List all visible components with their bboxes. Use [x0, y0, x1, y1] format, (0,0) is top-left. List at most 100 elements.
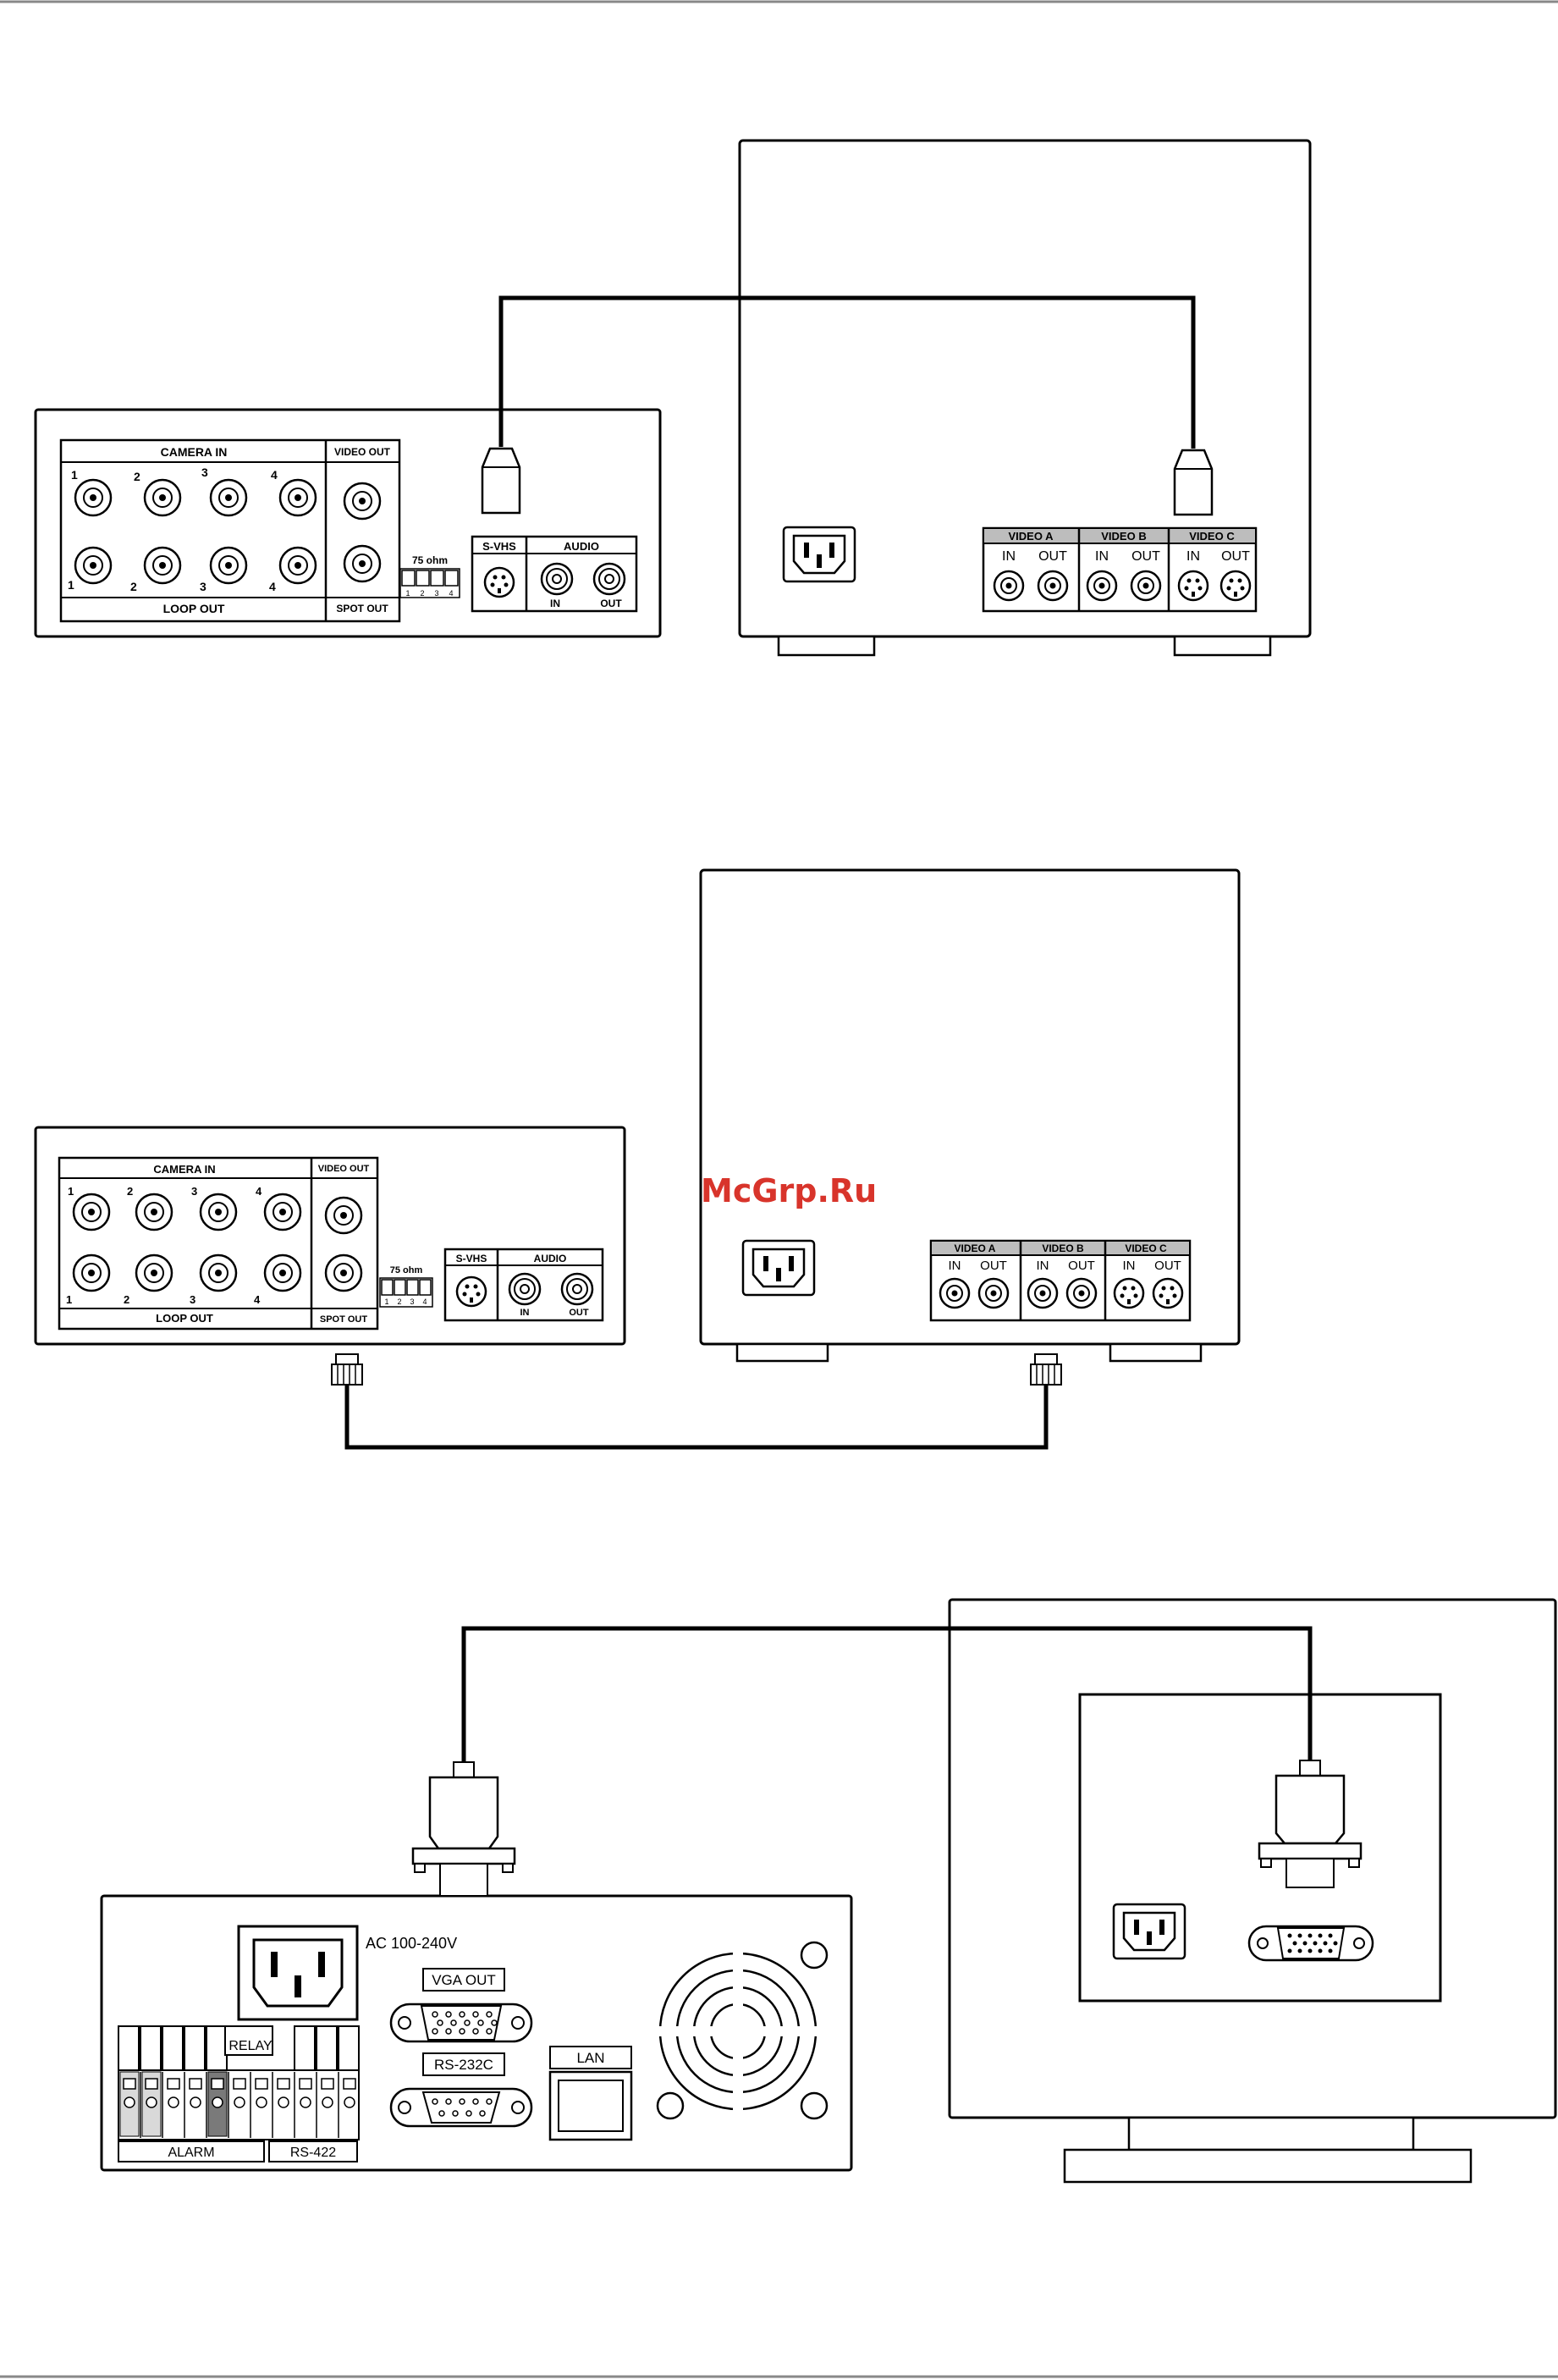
bnc-connector-icon [1027, 1277, 1059, 1309]
channel-label: 4 [256, 1185, 262, 1198]
camera-in-bnc-icon [143, 478, 182, 517]
bnc-connector-icon [1086, 570, 1118, 602]
power-socket-icon [1112, 1903, 1186, 1960]
audio-in-label: IN [520, 1308, 530, 1318]
monitor-unit [948, 1598, 1557, 2184]
audio-in-label: IN [550, 598, 560, 609]
spot-out-bnc-icon [343, 544, 382, 583]
spot-out-label: SPOT OUT [336, 603, 388, 614]
switch-label: 2 [397, 1297, 401, 1306]
channel-label: 3 [191, 1185, 197, 1198]
termination-label: 75 ohm [390, 1265, 423, 1275]
channel-label: 4 [269, 580, 276, 593]
svhs-connector-icon [483, 566, 515, 598]
switch-label: 4 [422, 1297, 427, 1306]
video-out-label: VIDEO OUT [334, 446, 391, 458]
camera-in-bnc-icon [135, 1193, 173, 1231]
spot-out-bnc-icon [324, 1253, 363, 1292]
dvr-rear-panel: AC 100-240V VGA OUT RS-232C [100, 1894, 853, 2172]
audio-out-jack-icon [560, 1272, 594, 1306]
channel-label: 2 [124, 1293, 129, 1306]
rs232c-label: RS-232C [434, 2057, 493, 2073]
switch-label: 3 [410, 1297, 414, 1306]
vcr-foot [1173, 635, 1272, 657]
in-label: IN [1186, 549, 1200, 564]
audio-out-jack-icon [592, 562, 626, 596]
vga-out-port-icon[interactable] [389, 2003, 533, 2043]
diagram-vga-connection: AC 100-240V VGA OUT RS-232C [100, 1598, 1557, 2184]
vga-port-icon [1247, 1925, 1374, 1962]
loop-out-label: LOOP OUT [156, 1312, 213, 1325]
bnc-cable [331, 1353, 1062, 1450]
out-label: OUT [1131, 549, 1160, 564]
out-label: OUT [1038, 549, 1067, 564]
in-label: IN [949, 1259, 961, 1273]
in-label: IN [1037, 1259, 1049, 1273]
power-socket-icon [782, 526, 856, 583]
video-a-label: VIDEO A [1009, 530, 1054, 543]
svhs-connector-icon [1219, 570, 1252, 602]
video-c-label: VIDEO C [1189, 530, 1235, 543]
alarm-terminal-block: RELAY [118, 2025, 360, 2162]
bnc-connector-icon [939, 1277, 971, 1309]
vga-out-label: VGA OUT [432, 1972, 496, 1988]
loop-out-label: LOOP OUT [163, 602, 225, 615]
spot-out-label: SPOT OUT [320, 1314, 368, 1325]
loop-out-bnc-icon [263, 1253, 302, 1292]
channel-label: 3 [190, 1293, 195, 1306]
bnc-connector-icon [1037, 570, 1069, 602]
bnc-connector-icon [1130, 570, 1162, 602]
termination-switches[interactable]: 1 2 3 4 [379, 1277, 433, 1308]
channel-label: 1 [71, 468, 78, 482]
camera-in-bnc-icon [72, 1193, 111, 1231]
loop-out-bnc-icon [72, 1253, 111, 1292]
termination-switches[interactable]: 1 2 3 4 [399, 568, 460, 598]
out-label: OUT [980, 1259, 1007, 1273]
dvr-unit: CAMERA IN LOOP OUT VIDEO OUT SPOT OUT 1 … [34, 1126, 626, 1346]
in-label: IN [1002, 549, 1016, 564]
dvr-unit: CAMERA IN LOOP OUT VIDEO OUT SPOT OUT 1 … [34, 408, 662, 638]
switch-label: 1 [384, 1297, 388, 1306]
camera-in-label: CAMERA IN [153, 1163, 215, 1176]
audio-in-jack-icon [508, 1272, 542, 1306]
video-out-label: VIDEO OUT [318, 1164, 370, 1174]
svhs-connector-icon [455, 1275, 487, 1308]
in-label: IN [1123, 1259, 1136, 1273]
fan-grille-icon [656, 1941, 829, 2120]
loop-out-bnc-icon [143, 546, 182, 585]
video-out-bnc-icon [343, 482, 382, 521]
camera-in-bnc-icon [74, 478, 113, 517]
channel-label: 4 [254, 1293, 261, 1306]
channel-label: 2 [130, 580, 137, 593]
camera-in-bnc-icon [263, 1193, 302, 1231]
termination-label: 75 ohm [412, 554, 448, 566]
svhs-connector-icon [1152, 1277, 1184, 1309]
channel-label: 1 [66, 1293, 72, 1306]
switch-label: 2 [420, 589, 424, 598]
channel-label: 3 [201, 466, 208, 479]
svhs-label: S-VHS [456, 1253, 487, 1264]
video-out-bnc-icon [324, 1196, 363, 1235]
loop-out-bnc-icon [74, 546, 113, 585]
audio-out-label: OUT [600, 598, 622, 609]
svhs-label: S-VHS [482, 540, 516, 553]
ac-power-socket-icon [237, 1925, 359, 2021]
loop-out-bnc-icon [278, 546, 317, 585]
lan-label: LAN [576, 2050, 604, 2066]
camera-in-bnc-icon [199, 1193, 238, 1231]
video-a-label: VIDEO A [955, 1242, 996, 1254]
video-b-label: VIDEO B [1101, 530, 1146, 543]
lan-port-icon[interactable] [548, 2070, 633, 2141]
out-label: OUT [1068, 1259, 1095, 1273]
watermark: McGrp.Ru [701, 1172, 877, 1209]
channel-label: 2 [134, 470, 140, 483]
diagram-svhs-connection: VIDEO A VIDEO B VIDEO C IN OUT IN OUT IN… [34, 139, 1312, 657]
vga-cable [411, 1626, 1363, 1897]
out-label: OUT [1154, 1259, 1181, 1273]
rs232c-port-icon[interactable] [389, 2087, 533, 2128]
channel-label: 1 [68, 578, 74, 592]
loop-out-bnc-icon [209, 546, 248, 585]
bnc-connector-icon [977, 1277, 1010, 1309]
out-label: OUT [1221, 549, 1250, 564]
